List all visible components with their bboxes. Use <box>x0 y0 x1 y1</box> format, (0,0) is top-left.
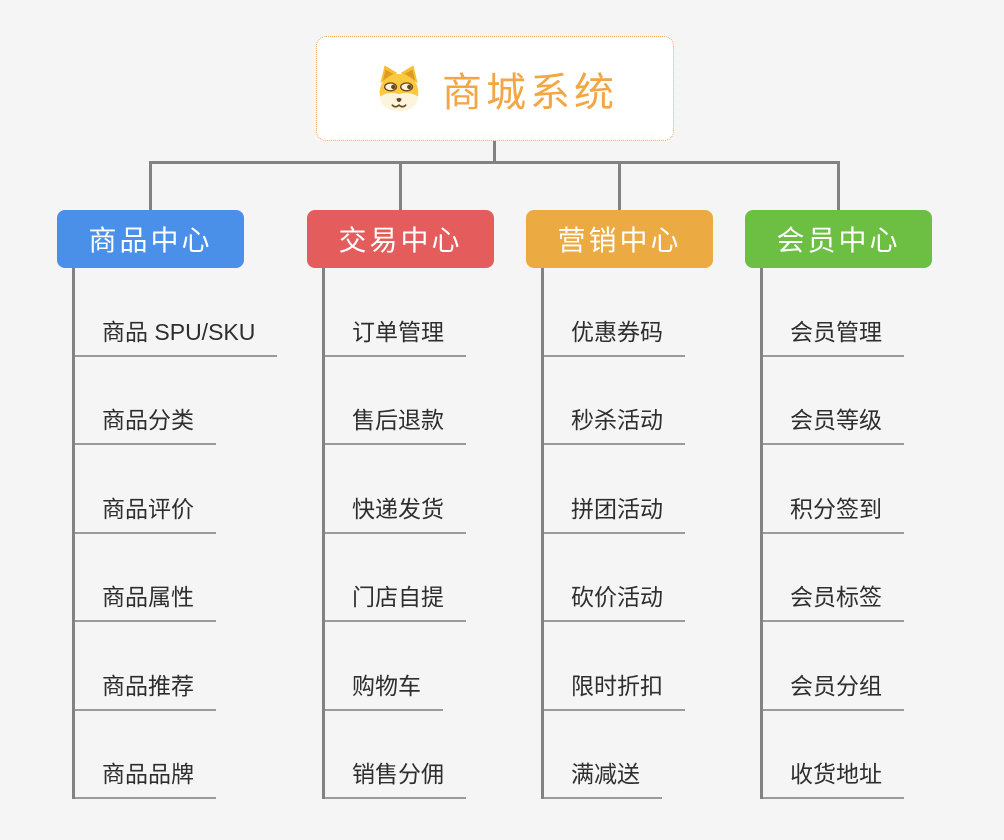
leaf-item[interactable]: 积分签到 <box>760 445 975 534</box>
leaf-label: 会员管理 <box>760 313 904 357</box>
branch-children-trade-center: 订单管理 售后退款 快递发货 门店自提 购物车 销售分佣 <box>322 268 537 799</box>
leaf-item[interactable]: 快递发货 <box>322 445 537 534</box>
leaf-label: 积分签到 <box>760 490 904 534</box>
leaf-item[interactable]: 限时折扣 <box>541 622 756 711</box>
leaf-label: 收货地址 <box>760 755 904 799</box>
connector-branch-stem <box>837 161 840 210</box>
leaf-item[interactable]: 会员标签 <box>760 534 975 622</box>
leaf-item[interactable]: 满减送 <box>541 711 756 799</box>
connector-branch-stem <box>618 161 621 210</box>
branch-header-product-center[interactable]: 商品中心 <box>57 210 244 268</box>
connector-branch-stem <box>149 161 152 210</box>
leaf-item[interactable]: 售后退款 <box>322 357 537 445</box>
leaf-label: 会员标签 <box>760 578 904 622</box>
leaf-label: 商品分类 <box>72 401 216 445</box>
leaf-item[interactable]: 砍价活动 <box>541 534 756 622</box>
leaf-item[interactable]: 会员等级 <box>760 357 975 445</box>
leaf-label: 商品属性 <box>72 578 216 622</box>
leaf-item[interactable]: 拼团活动 <box>541 445 756 534</box>
leaf-label: 快递发货 <box>322 490 466 534</box>
leaf-item[interactable]: 商品评价 <box>72 445 287 534</box>
leaf-label: 购物车 <box>322 667 443 711</box>
leaf-label: 商品评价 <box>72 490 216 534</box>
leaf-label: 商品品牌 <box>72 755 216 799</box>
leaf-label: 砍价活动 <box>541 578 685 622</box>
branch-header-trade-center[interactable]: 交易中心 <box>307 210 494 268</box>
branch-header-member-center[interactable]: 会员中心 <box>745 210 932 268</box>
leaf-item[interactable]: 商品分类 <box>72 357 287 445</box>
root-title: 商城系统 <box>442 70 618 115</box>
branch-header-marketing-center[interactable]: 营销中心 <box>526 210 713 268</box>
leaf-item[interactable]: 会员管理 <box>760 268 975 357</box>
leaf-item[interactable]: 商品推荐 <box>72 622 287 711</box>
leaf-item[interactable]: 门店自提 <box>322 534 537 622</box>
branch-children-marketing-center: 优惠券码 秒杀活动 拼团活动 砍价活动 限时折扣 满减送 <box>541 268 756 799</box>
leaf-item[interactable]: 商品属性 <box>72 534 287 622</box>
root-node[interactable]: 商城系统 <box>316 36 674 141</box>
leaf-label: 限时折扣 <box>541 667 685 711</box>
leaf-item[interactable]: 销售分佣 <box>322 711 537 799</box>
leaf-label: 订单管理 <box>322 313 466 357</box>
leaf-item[interactable]: 秒杀活动 <box>541 357 756 445</box>
leaf-label: 门店自提 <box>322 578 466 622</box>
leaf-label: 会员分组 <box>760 667 904 711</box>
connector-branch-stem <box>399 161 402 210</box>
branch-children-member-center: 会员管理 会员等级 积分签到 会员标签 会员分组 收货地址 <box>760 268 975 799</box>
leaf-item[interactable]: 商品品牌 <box>72 711 287 799</box>
leaf-item[interactable]: 收货地址 <box>760 711 975 799</box>
leaf-label: 售后退款 <box>322 401 466 445</box>
leaf-label: 秒杀活动 <box>541 401 685 445</box>
connector-root-stem <box>493 141 496 164</box>
leaf-label: 拼团活动 <box>541 490 685 534</box>
shiba-dog-icon <box>372 62 426 116</box>
leaf-item[interactable]: 订单管理 <box>322 268 537 357</box>
leaf-item[interactable]: 优惠券码 <box>541 268 756 357</box>
connector-horizontal-line <box>149 161 840 164</box>
leaf-label: 优惠券码 <box>541 313 685 357</box>
branch-children-product-center: 商品 SPU/SKU 商品分类 商品评价 商品属性 商品推荐 商品品牌 <box>72 268 287 799</box>
leaf-item[interactable]: 会员分组 <box>760 622 975 711</box>
leaf-label: 销售分佣 <box>322 755 466 799</box>
leaf-label: 商品 SPU/SKU <box>72 313 278 357</box>
leaf-label: 满减送 <box>541 755 662 799</box>
leaf-label: 商品推荐 <box>72 667 216 711</box>
leaf-item[interactable]: 购物车 <box>322 622 537 711</box>
leaf-label: 会员等级 <box>760 401 904 445</box>
leaf-item[interactable]: 商品 SPU/SKU <box>72 268 287 357</box>
